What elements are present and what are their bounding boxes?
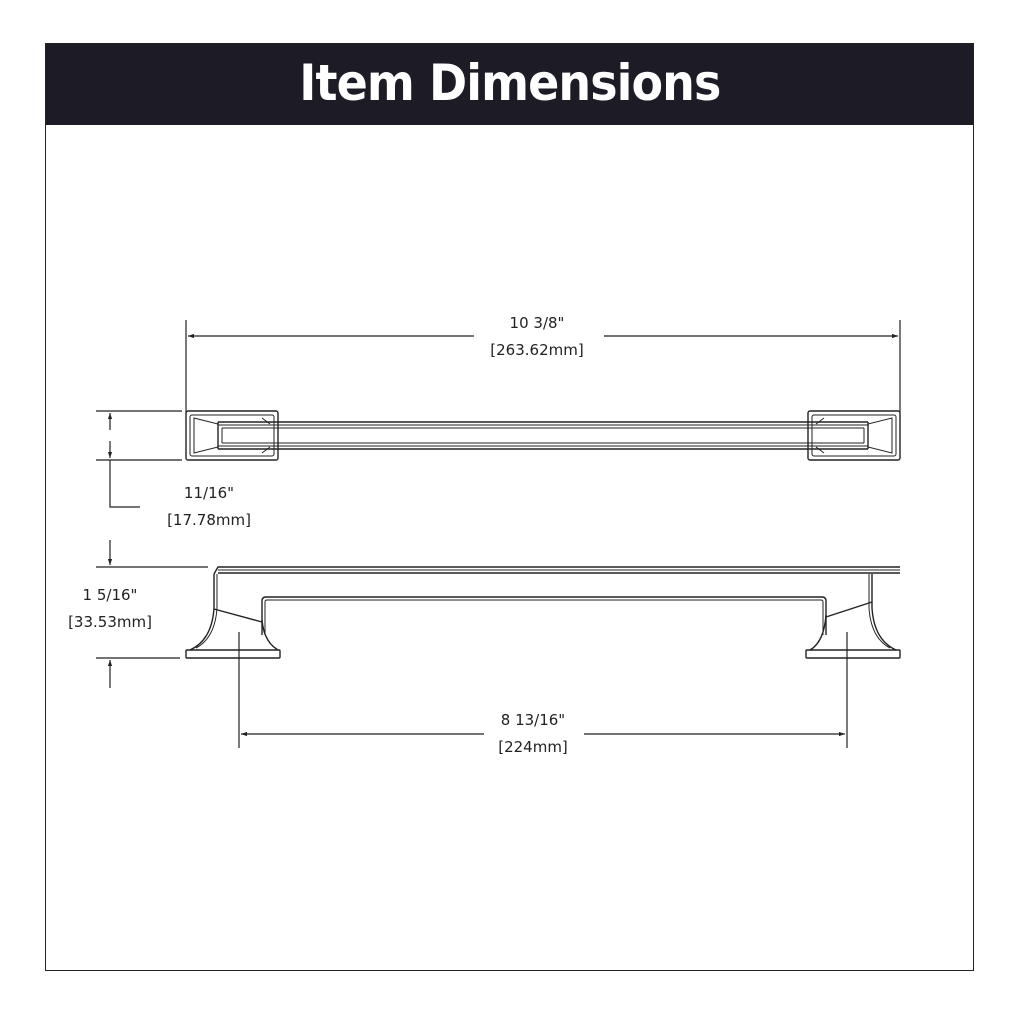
width-metric: [17.78mm]: [167, 511, 251, 529]
overall-length-metric: [263.62mm]: [490, 341, 583, 359]
width-imperial: 11/16": [184, 484, 234, 502]
center-to-center-imperial: 8 13/16": [501, 711, 565, 729]
header-banner: Item Dimensions: [46, 44, 973, 125]
dimensions-frame: Item Dimensions: [45, 43, 974, 971]
center-to-center-dimension: [238, 632, 848, 748]
handle-top-view: [185, 410, 901, 461]
height-imperial: 1 5/16": [83, 586, 138, 604]
height-metric: [33.53mm]: [68, 613, 152, 631]
overall-length-dimension: [185, 320, 901, 412]
height-dimension: [96, 540, 208, 688]
width-dimension: [96, 410, 182, 508]
handle-side-view: [185, 566, 901, 659]
center-to-center-metric: [224mm]: [498, 738, 568, 756]
page-title: Item Dimensions: [298, 53, 721, 112]
overall-length-imperial: 10 3/8": [510, 314, 565, 332]
